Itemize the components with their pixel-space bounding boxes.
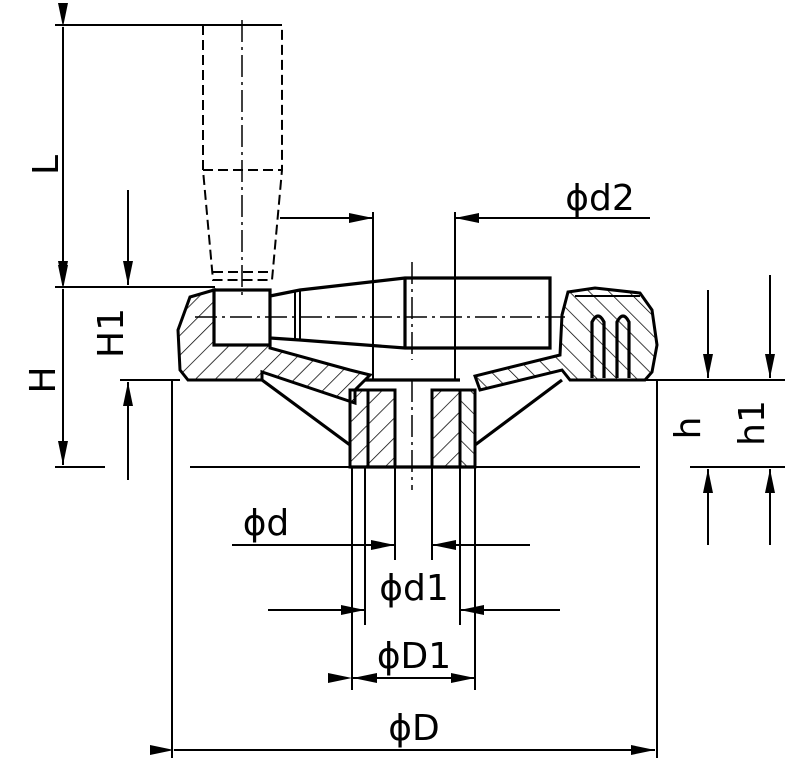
label-H: H	[23, 366, 64, 393]
label-H1: H1	[91, 308, 132, 358]
extension-lines	[55, 24, 785, 758]
dimension-lines	[58, 3, 775, 755]
label-h: h	[668, 417, 709, 440]
label-d2: ϕd2	[565, 178, 635, 219]
label-L: L	[26, 155, 67, 175]
label-D: ϕD	[388, 708, 439, 749]
label-D1: ϕD1	[377, 636, 451, 677]
revolving-handle	[202, 20, 283, 300]
label-h1: h1	[732, 400, 773, 446]
label-d: ϕd	[243, 503, 290, 544]
handwheel-section	[176, 262, 659, 490]
label-d1: ϕd1	[379, 568, 449, 609]
